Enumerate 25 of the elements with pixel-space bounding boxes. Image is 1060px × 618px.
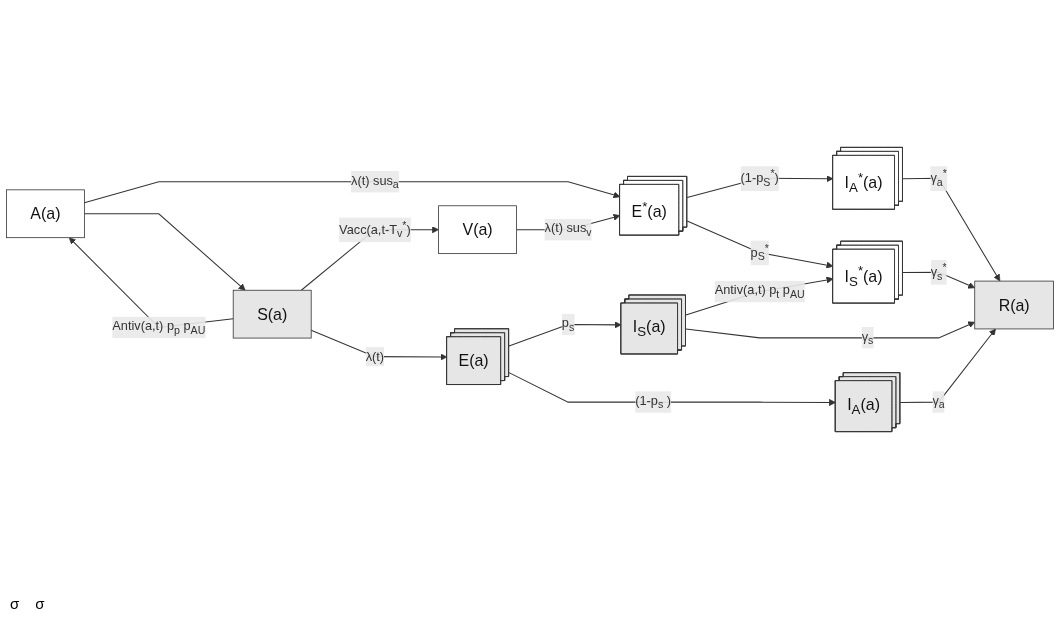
- arrow: [508, 321, 622, 347]
- node-box: A(a): [6, 189, 85, 239]
- edge-label: γ$_{s}$: [861, 329, 874, 347]
- edge-label: γ$_{a}$: [932, 394, 945, 412]
- arrow: [899, 329, 996, 404]
- arrow: [685, 321, 976, 339]
- node-box: S(a): [232, 290, 312, 339]
- edge-label: λ(t): [365, 349, 385, 364]
- arrow: [83, 213, 246, 292]
- arrow: [310, 330, 448, 361]
- arrow: [686, 220, 834, 270]
- arrow: [508, 372, 836, 407]
- rate-label: σ: [10, 595, 20, 612]
- edge-label: (1-p$_{S}$$^{*}$): [740, 168, 779, 189]
- node-box: R(a): [974, 281, 1054, 330]
- edge-label: Vacc(a,t-T$_{v}$$^{*}$): [339, 219, 411, 240]
- edge-label: Antiv(a,t) p$_{t}$ p$_{AU}$: [714, 283, 805, 301]
- edge-label: (1-p$_{s}$ ): [635, 394, 672, 412]
- edge-label: Antiv(a,t) p$_{p}$ p$_{AU}$: [112, 319, 206, 337]
- rate-label: σ: [35, 595, 45, 612]
- node-box: V(a): [438, 205, 517, 255]
- edge-label: p$_{s}$: [561, 316, 575, 334]
- edge-label: λ(t) sus$_{v}$: [544, 221, 592, 239]
- arrow: [83, 181, 621, 204]
- edge-label: λ(t) sus$_{a}$: [351, 173, 399, 191]
